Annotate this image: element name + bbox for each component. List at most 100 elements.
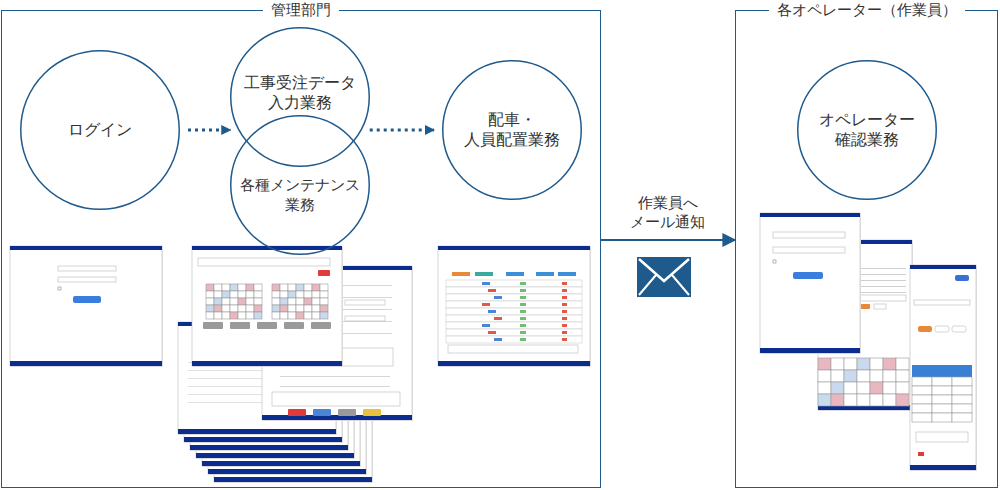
screen-part xyxy=(562,310,567,313)
screen-part xyxy=(955,275,969,281)
process-circle: 各種メンテナンス 業務 xyxy=(230,115,370,255)
screen-part xyxy=(254,298,262,305)
screen-part xyxy=(320,305,328,312)
circle-text-area: 工事受注データ 入力業務 xyxy=(230,27,370,167)
screen-part xyxy=(446,315,582,322)
screen-part xyxy=(562,296,567,299)
screen-part xyxy=(230,291,238,298)
screen-part xyxy=(272,298,280,305)
screen-part xyxy=(439,247,591,367)
screen-part xyxy=(883,358,896,370)
screen-part xyxy=(932,377,952,386)
screen-part xyxy=(288,312,296,319)
process-label: ログイン xyxy=(68,120,132,140)
screen-part xyxy=(208,469,366,474)
screen-part xyxy=(773,247,845,253)
screen-part xyxy=(202,461,360,466)
screen-part xyxy=(520,296,526,299)
screen-part xyxy=(230,312,238,319)
screen-part xyxy=(238,312,246,319)
screen-part xyxy=(558,272,576,276)
screen-part xyxy=(246,284,254,291)
circle-text-area: 配車・ 人員配置業務 xyxy=(442,60,582,200)
screen-part xyxy=(760,348,860,353)
screen-part xyxy=(184,437,342,442)
screen-part xyxy=(494,338,502,341)
screen-part xyxy=(206,298,214,305)
screen-part xyxy=(844,394,857,406)
screen-part xyxy=(311,322,331,329)
screen-part xyxy=(482,282,490,285)
screen-part xyxy=(856,274,906,275)
screen-part xyxy=(896,382,909,394)
region-title: 各オペレーター（作業員） xyxy=(769,1,965,19)
screen-part xyxy=(446,294,582,301)
screen-part xyxy=(10,246,162,366)
screen-part xyxy=(482,303,490,306)
screen-part xyxy=(238,305,246,312)
screen-part xyxy=(58,277,116,282)
screen-part xyxy=(912,395,932,404)
screen-part xyxy=(506,272,524,276)
screen-part xyxy=(831,382,844,394)
screen-part xyxy=(818,358,831,370)
dotted-arrow xyxy=(188,129,230,132)
screen-part xyxy=(952,404,972,413)
screen-part xyxy=(562,324,567,327)
screen-part xyxy=(288,284,296,291)
screen-part xyxy=(475,272,493,276)
mail-envelope xyxy=(637,257,691,297)
screen-part xyxy=(230,284,238,291)
screen-part xyxy=(280,386,390,387)
screen-part xyxy=(254,312,262,319)
screen-part xyxy=(932,395,952,404)
screen-part xyxy=(874,304,886,309)
screen-part xyxy=(831,394,844,406)
screen-part xyxy=(952,377,972,386)
edge-label: 作業員へ メール通知 xyxy=(628,194,707,232)
screen-part xyxy=(870,358,883,370)
screen-part xyxy=(230,322,250,329)
screen-part xyxy=(296,298,304,305)
screen-part xyxy=(206,305,214,312)
screen-part xyxy=(932,413,952,422)
screen-part xyxy=(932,386,952,395)
screen-part xyxy=(338,348,393,366)
screen-part xyxy=(214,284,222,291)
screen-part xyxy=(313,409,331,416)
screen-part xyxy=(304,298,312,305)
screen-part xyxy=(178,429,336,434)
screen-part xyxy=(870,370,883,382)
screen-part xyxy=(844,358,857,370)
screen-part xyxy=(910,465,976,470)
screen-part xyxy=(520,289,526,292)
screen-part xyxy=(58,266,116,271)
screen-part xyxy=(193,247,343,367)
screen-part xyxy=(446,336,582,343)
screen-part xyxy=(214,477,372,482)
screen-part xyxy=(254,305,262,312)
screen-part xyxy=(562,282,567,285)
screen-part xyxy=(206,291,214,298)
process-label: 工事受注データ 入力業務 xyxy=(244,73,356,113)
screen-part xyxy=(831,358,844,370)
screen-part xyxy=(883,394,896,406)
screen-part xyxy=(214,298,222,305)
department-region: 管理部門ログイン工事受注データ 入力業務各種メンテナンス 業務配車・ 人員配置業… xyxy=(1,10,601,488)
screen-part xyxy=(320,291,328,298)
screen-part xyxy=(488,310,496,313)
screen-part xyxy=(192,361,342,366)
screen-part xyxy=(288,298,296,305)
screen-part xyxy=(912,404,932,413)
screen-part xyxy=(856,280,906,281)
screen-part xyxy=(438,246,590,366)
screen-part xyxy=(246,298,254,305)
screen-part xyxy=(760,213,860,217)
screen-part xyxy=(856,268,906,269)
screen-part xyxy=(857,394,870,406)
screen-part xyxy=(520,282,526,285)
process-circle: 配車・ 人員配置業務 xyxy=(442,60,582,200)
screen-part xyxy=(935,326,949,332)
